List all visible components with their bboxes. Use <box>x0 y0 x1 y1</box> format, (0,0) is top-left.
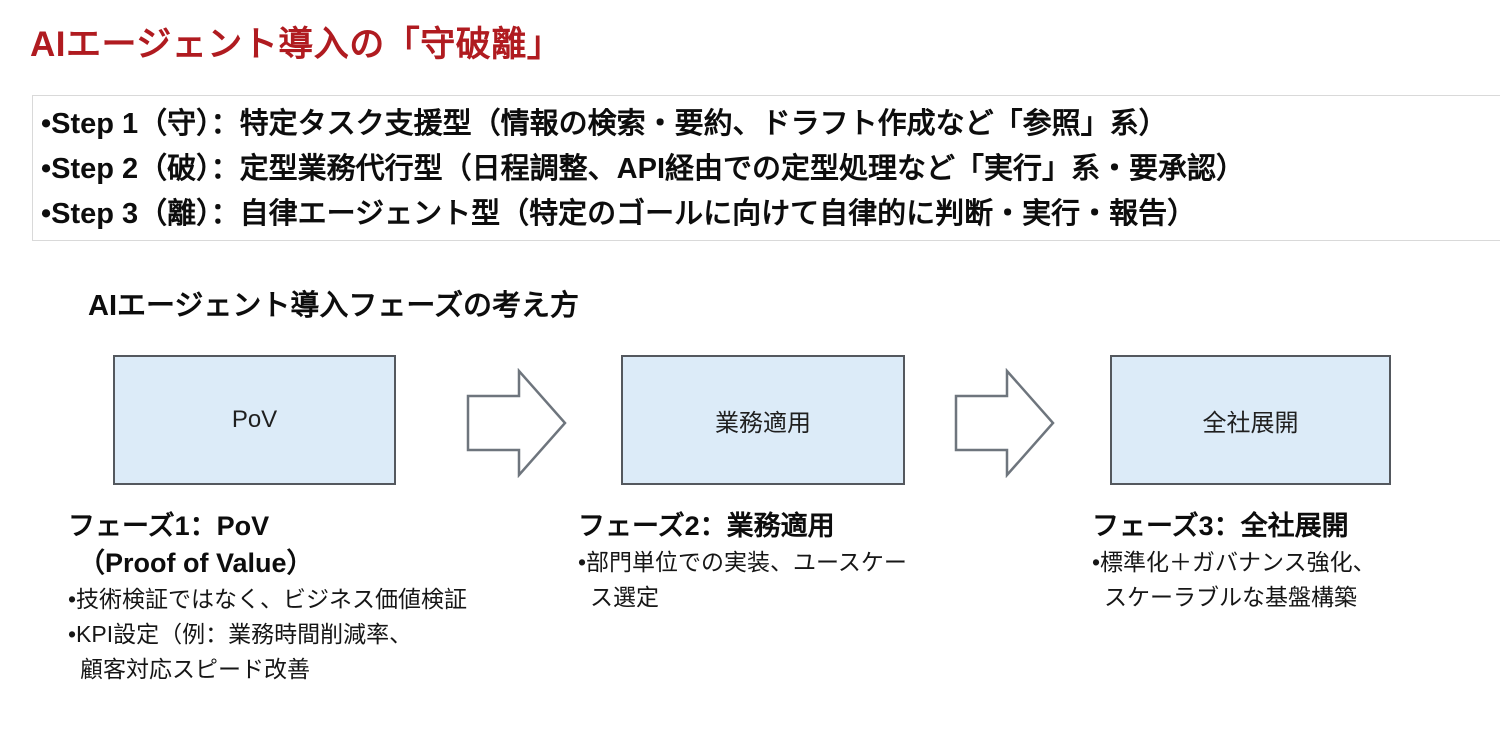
steps-summary-box: •Step 1（守）：特定タスク支援型（情報の検索・要約、ドラフト作成など「参照… <box>32 95 1500 241</box>
arrow-right-icon <box>954 368 1055 478</box>
phase-bullet-continuation: 顧客対応スピード改善 <box>80 656 310 682</box>
phase-3-description: フェーズ3：全社展開 •標準化＋ガバナンス強化、 スケーラブルな基盤構築 <box>1092 508 1482 615</box>
step-item-1: •Step 1（守）：特定タスク支援型（情報の検索・要約、ドラフト作成など「参照… <box>41 108 1168 140</box>
phase-box-business-apply-label: 業務適用 <box>715 409 811 437</box>
phase-bullet: •KPI設定（例：業務時間削減率、 <box>68 621 413 647</box>
phase-1-heading: フェーズ1：PoV <box>68 511 270 541</box>
phase-bullet-continuation: スケーラブルな基盤構築 <box>1104 584 1357 610</box>
phase-1-description: フェーズ1：PoV （Proof of Value） •技術検証ではなく、ビジネ… <box>68 508 548 687</box>
phase-2-description: フェーズ2：業務適用 •部門単位での実装、ユースケー ス選定 <box>578 508 1018 615</box>
phase-bullet-continuation: ス選定 <box>590 584 659 610</box>
section-heading: AIエージェント導入フェーズの考え方 <box>88 290 579 322</box>
phase-box-company-wide: 全社展開 <box>1110 355 1391 485</box>
phase-box-business-apply: 業務適用 <box>621 355 905 485</box>
phase-bullet: •標準化＋ガバナンス強化、 <box>1092 549 1376 575</box>
phase-bullet: •部門単位での実装、ユースケー <box>578 549 907 575</box>
phase-bullet: •技術検証ではなく、ビジネス価値検証 <box>68 586 468 612</box>
slide-title: AIエージェント導入の「守破離」 <box>30 25 563 64</box>
step-item-2: •Step 2（破）：定型業務代行型（日程調整、API経由での定型処理など「実行… <box>41 153 1246 185</box>
arrow-right-icon <box>466 368 567 478</box>
phase-3-heading: フェーズ3：全社展開 <box>1092 511 1349 541</box>
phase-1-subheading: （Proof of Value） <box>78 548 314 578</box>
phase-box-pov-label: PoV <box>231 406 278 433</box>
phase-box-pov: PoV <box>113 355 396 485</box>
phase-box-company-wide-label: 全社展開 <box>1202 409 1299 437</box>
phase-2-heading: フェーズ2：業務適用 <box>578 511 835 541</box>
step-item-3: •Step 3（離）：自律エージェント型（特定のゴールに向けて自律的に判断・実行… <box>41 198 1197 230</box>
